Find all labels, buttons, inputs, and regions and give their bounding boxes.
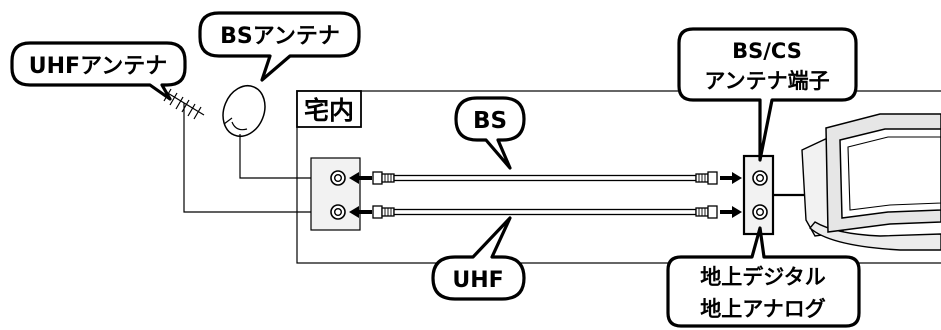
uhf-coax-cable [372, 205, 718, 219]
callout-bs-cable: BS [454, 96, 526, 170]
indoor-boundary [296, 90, 941, 264]
bs-cable-label: BS [473, 108, 507, 134]
bs-dish-icon [222, 85, 266, 137]
arrow-into-wall-uhf [349, 206, 372, 218]
arrow-into-tv-uhf [720, 206, 742, 218]
callout-uhf-cable: UHF [431, 216, 526, 301]
bscs-terminal-label-line1: BS/CS [732, 39, 802, 63]
tv-icon [801, 113, 941, 251]
tv-jack-bscs [752, 170, 768, 186]
bs-antenna-cable [239, 134, 312, 179]
uhf-cable-label: UHF [452, 268, 503, 293]
uhf-antenna-cable [183, 103, 312, 213]
callout-bscs-terminal: BS/CS アンテナ端子 [677, 27, 858, 162]
terrestrial-label-line1: 地上デジタル [700, 265, 826, 289]
wall-jack-uhf [330, 204, 346, 220]
tv-jack-terrestrial [752, 204, 768, 220]
bs-coax-cable [372, 171, 718, 185]
tv-terminal-plate [742, 154, 775, 236]
callout-uhf-antenna: UHFアンテナ [10, 41, 187, 101]
arrow-into-tv-bs [720, 172, 742, 184]
indoor-label: 宅内 [304, 96, 354, 125]
bs-antenna-label: BSアンテナ [220, 24, 340, 49]
callout-terrestrial-terminal: 地上デジタル 地上アナログ [666, 226, 861, 328]
indoor-label-box [296, 90, 362, 128]
uhf-antenna-icon [163, 88, 205, 120]
arrow-into-wall-bs [349, 172, 372, 184]
wall-jack-bs [330, 170, 346, 186]
terrestrial-label-line2: 地上アナログ [700, 297, 826, 321]
callout-bs-antenna: BSアンテナ [198, 11, 361, 82]
bscs-terminal-label-line2: アンテナ端子 [704, 69, 829, 93]
uhf-antenna-label: UHFアンテナ [29, 54, 167, 79]
